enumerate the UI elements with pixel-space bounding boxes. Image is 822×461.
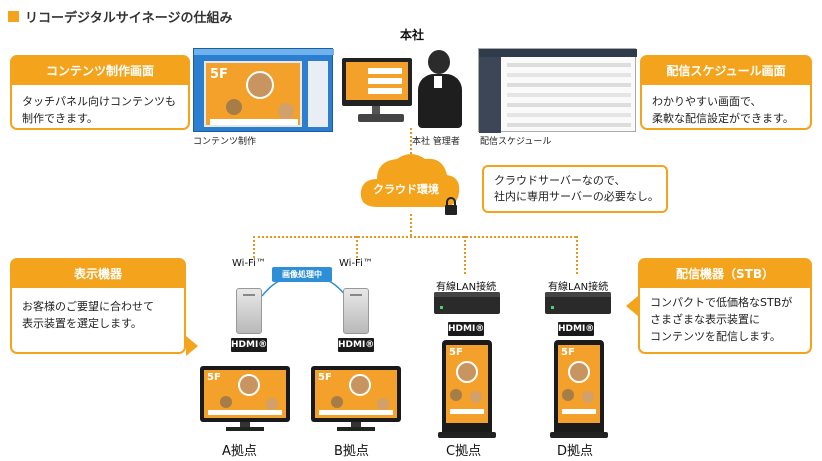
link-c	[464, 236, 466, 274]
hq-manager-figure	[416, 50, 466, 130]
site-label-a: A拠点	[222, 444, 257, 459]
wired-label-c: 有線LAN接続	[436, 282, 497, 293]
hq-manager-label: 本社 管理者	[412, 137, 460, 147]
wired-label-d: 有線LAN接続	[548, 282, 609, 293]
display-heading: 表示機器	[12, 260, 184, 288]
cloud-note-line: クラウドサーバーなので、	[494, 174, 626, 187]
floor-badge: 5F	[210, 67, 228, 82]
title-marker	[8, 11, 19, 22]
stb-body-line: さまざまな表示装置に	[650, 313, 760, 326]
floor-badge-a: 5F	[207, 372, 221, 383]
cloud-label: クラウド環境	[373, 183, 439, 196]
display-body-line: お客様のご要望に合わせて	[22, 300, 154, 313]
content-editor-screenshot: 5F	[193, 48, 334, 132]
wifi-router-b	[343, 288, 369, 334]
distribution-bus	[253, 236, 576, 238]
lock-icon	[445, 197, 457, 215]
hdmi-badge-b: HDMI®	[338, 338, 375, 352]
hq-workstation	[338, 40, 478, 132]
kiosk-display-c: 5F	[438, 340, 496, 438]
floor-badge-c: 5F	[449, 347, 463, 358]
stb-body-line: コンパクトで低価格なSTBが	[650, 296, 793, 309]
cloud-note-body: クラウドサーバーなので、 社内に専用サーバーの必要なし。	[484, 167, 666, 211]
link-a	[253, 236, 255, 258]
display-body: お客様のご要望に合わせて 表示装置を選定します。	[12, 288, 184, 340]
display-monitor-b: 5F	[311, 366, 401, 422]
stb-callout: 配信機器（STB） コンパクトで低価格なSTBが さまざまな表示装置に コンテン…	[638, 258, 812, 354]
schedule-body: わかりやすい画面で、 柔軟な配信設定ができます。	[642, 85, 810, 135]
stb-box-c	[434, 292, 500, 314]
display-body-line: 表示装置を選定します。	[22, 317, 142, 330]
stb-heading: 配信機器（STB）	[640, 260, 810, 288]
hdmi-badge-c: HDMI®	[448, 322, 485, 336]
site-label-d: D拠点	[557, 444, 594, 459]
schedule-screenshot	[478, 48, 637, 133]
cloud-note-callout: クラウドサーバーなので、 社内に専用サーバーの必要なし。	[482, 165, 668, 213]
hq-label: 本社	[400, 28, 425, 42]
schedule-callout: 配信スケジュール画面 わかりやすい画面で、 柔軟な配信設定ができます。	[640, 55, 812, 130]
display-monitor-a: 5F	[200, 366, 290, 422]
wifi-router-a	[236, 288, 262, 334]
stb-body-line: コンテンツを配信します。	[650, 330, 781, 343]
content-preview: 5F	[204, 61, 302, 127]
kiosk-display-d: 5F	[550, 340, 608, 438]
hdmi-badge-d: HDMI®	[558, 322, 595, 336]
link-b	[356, 236, 358, 258]
cloud-icon	[360, 154, 460, 207]
floor-badge-b: 5F	[318, 372, 332, 383]
link-d	[576, 236, 578, 274]
schedule-body-line: わかりやすい画面で、	[652, 95, 762, 108]
hq-monitor	[342, 58, 412, 106]
display-callout-tail	[186, 336, 198, 356]
site-label-b: B拠点	[334, 444, 369, 459]
content-creation-callout: コンテンツ制作画面 タッチパネル向けコンテンツも 制作できます。	[10, 55, 190, 130]
content-creation-heading: コンテンツ制作画面	[12, 57, 188, 85]
hq-cloud-link	[410, 128, 412, 158]
page-title: リコーデジタルサイネージの仕組み	[25, 11, 233, 26]
signage-screen-a: 5F	[204, 370, 286, 418]
hdmi-badge-a: HDMI®	[231, 338, 268, 352]
image-processing-badge: 画像処理中	[272, 267, 332, 282]
signage-screen-b: 5F	[315, 370, 397, 418]
wifi-label-b: Wi-Fi™	[339, 258, 373, 269]
site-label-c: C拠点	[446, 444, 482, 459]
content-creation-body-line: 制作できます。	[22, 112, 98, 125]
schedule-body-line: 柔軟な配信設定ができます。	[652, 112, 794, 125]
signage-screen-d: 5F	[558, 345, 600, 423]
floor-badge-d: 5F	[561, 347, 575, 358]
signage-screen-c: 5F	[446, 345, 488, 423]
display-callout: 表示機器 お客様のご要望に合わせて 表示装置を選定します。	[10, 258, 186, 354]
content-creation-body: タッチパネル向けコンテンツも 制作できます。	[12, 85, 188, 135]
wifi-label-a: Wi-Fi™	[232, 258, 266, 269]
stb-callout-tail	[626, 296, 638, 316]
schedule-caption: 配信スケジュール	[480, 137, 552, 147]
stb-box-d	[545, 292, 611, 314]
cloud-note-line: 社内に専用サーバーの必要なし。	[494, 190, 659, 203]
schedule-heading: 配信スケジュール画面	[642, 57, 810, 85]
content-creation-body-line: タッチパネル向けコンテンツも	[22, 95, 176, 108]
content-editor-caption: コンテンツ制作	[193, 137, 257, 147]
cloud-down-link	[410, 214, 412, 236]
stb-body: コンパクトで低価格なSTBが さまざまな表示装置に コンテンツを配信します。	[640, 288, 810, 353]
